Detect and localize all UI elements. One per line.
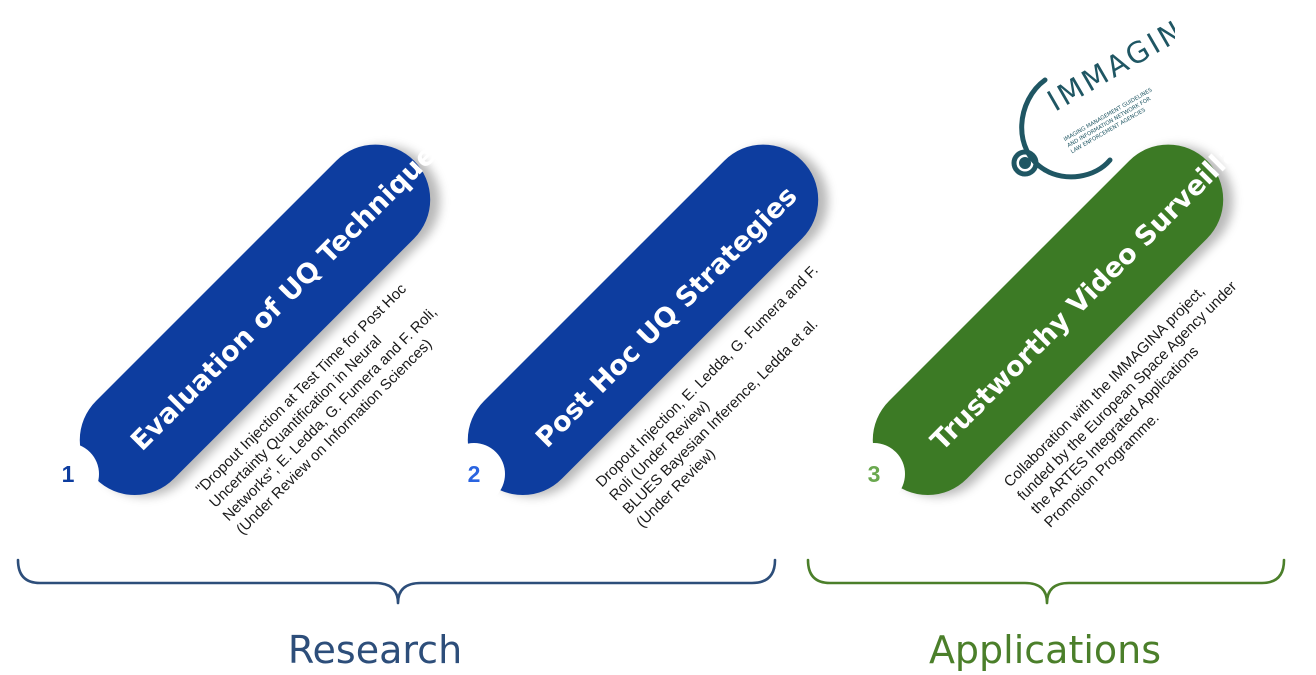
logo-mark (1011, 77, 1113, 180)
applications-brace (806, 558, 1286, 605)
research-label: Research (287, 628, 463, 672)
item-1-number: 1 (37, 443, 99, 505)
research-brace (16, 558, 777, 605)
item-2-number: 2 (443, 443, 505, 505)
item-3-number: 3 (843, 443, 905, 505)
immagina-logo: IMMAGINA IMAGING MANAGEMENT GUIDELINES A… (1011, 1, 1175, 180)
applications-label: Applications (928, 628, 1162, 672)
